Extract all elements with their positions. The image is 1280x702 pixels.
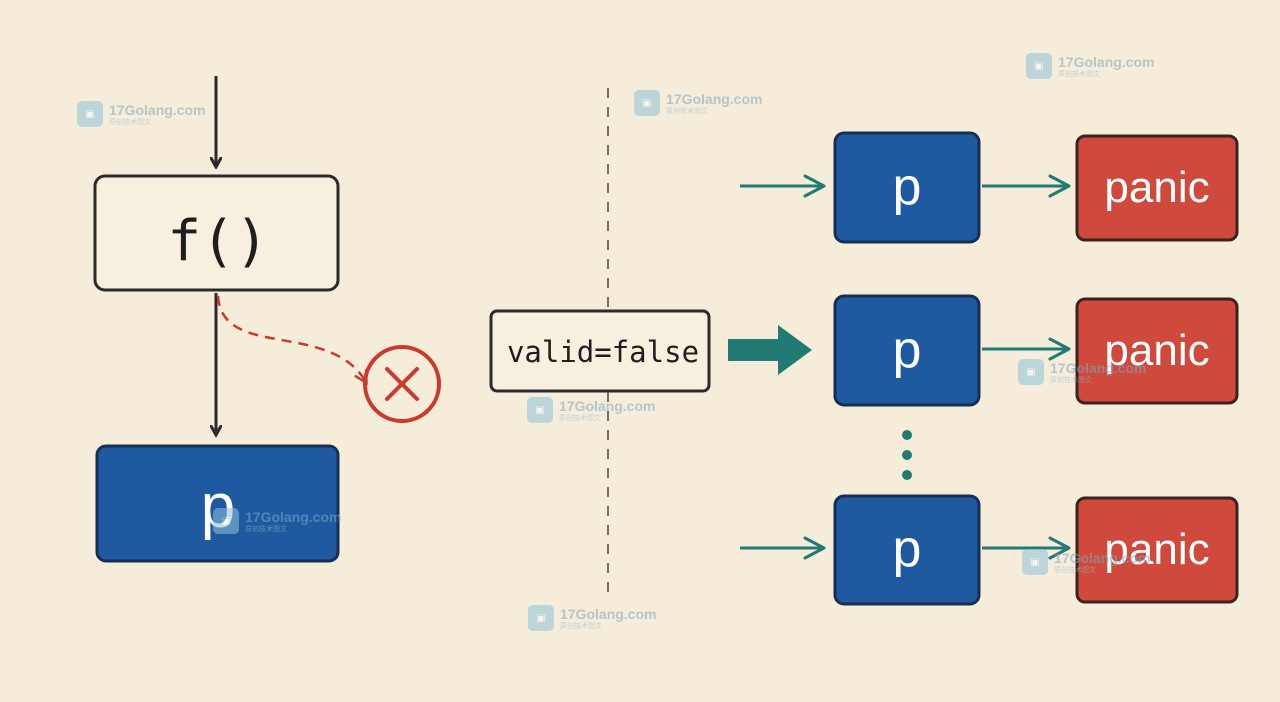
function-label: f() bbox=[167, 209, 268, 274]
row-3-pointer-label: p bbox=[893, 520, 922, 578]
result-pointer-box bbox=[95, 444, 340, 563]
row-2-pointer-label: p bbox=[893, 321, 922, 379]
valid-flag-label: valid=false bbox=[507, 335, 699, 369]
propagate-arrow bbox=[728, 325, 812, 375]
row-2-panic-label: panic bbox=[1104, 326, 1209, 375]
row-2: p panic bbox=[833, 294, 1239, 407]
error-x-icon bbox=[363, 345, 441, 423]
row-3-panic-box bbox=[1075, 496, 1239, 604]
row-3-panic-label: panic bbox=[1104, 525, 1209, 574]
row-3-pointer-box bbox=[833, 494, 981, 606]
row-1-panic-box bbox=[1075, 134, 1239, 242]
row-3: p panic bbox=[740, 494, 1239, 606]
row-1-panic-label: panic bbox=[1104, 163, 1209, 212]
error-path-arrow bbox=[216, 295, 368, 386]
function-box bbox=[93, 174, 340, 292]
continuation-ellipsis-icon bbox=[902, 430, 912, 480]
row-1: p panic bbox=[740, 131, 1239, 244]
row-1-pointer-box bbox=[833, 131, 981, 244]
row-1-pointer-label: p bbox=[893, 158, 922, 216]
result-pointer-label: p bbox=[201, 472, 235, 541]
row-2-pointer-box bbox=[833, 294, 981, 407]
row-2-panic-box bbox=[1075, 297, 1239, 405]
valid-flag-box bbox=[489, 309, 711, 393]
